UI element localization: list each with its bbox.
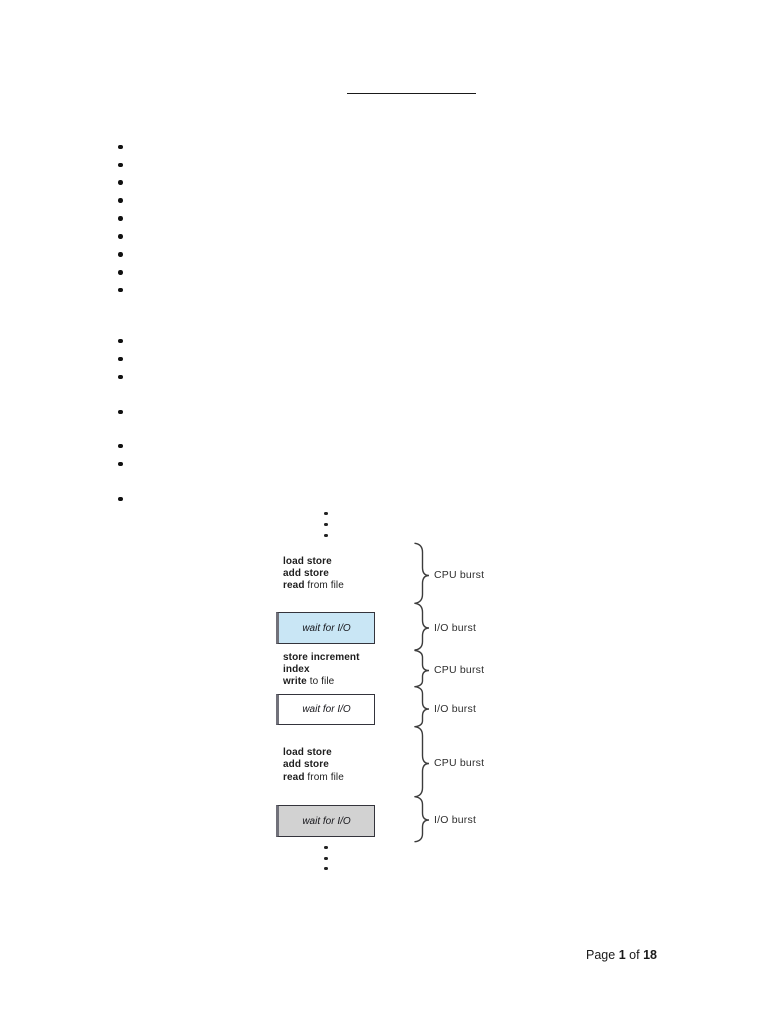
burst-label: CPU burst [434,757,485,769]
bullet-marker [118,356,123,362]
bullet-marker [118,216,123,221]
footer-of-word: of [629,948,640,962]
bullet-marker [118,461,123,467]
ellipsis-dot [324,522,328,527]
ellipsis-dot [324,856,328,861]
bullet-marker [118,443,123,449]
wait-box-label: wait for I/O [302,704,351,715]
bullet-marker [118,252,123,257]
code-line: add store [283,567,329,579]
bullet-list-2 [118,338,123,393]
wait-for-io-box-blue: wait for I/O [276,612,375,644]
ellipsis-dot [324,533,328,538]
burst-label: I/O burst [434,621,477,634]
code-line: add store [283,759,329,771]
bullet-list-4 [118,443,123,480]
code-block: load store add store read from file [283,556,344,593]
code-line: write to file [283,676,335,688]
code-line: load store [283,555,332,567]
brace-icon [414,686,430,728]
code-block: store increment index write to file [283,652,360,689]
wait-box-label: wait for I/O [302,622,351,634]
burst-label: I/O burst [434,813,477,826]
ellipsis-dot [324,511,328,516]
burst-label: I/O burst [434,702,477,715]
bullet-marker [118,162,123,168]
page-footer: Page 1 of 18 [586,948,657,962]
bullet-marker [118,338,123,344]
bullet-list-3 [118,409,123,415]
code-line: read from file [283,771,344,783]
brace-icon [414,602,430,651]
brace-icon [414,726,430,798]
bullet-marker [118,198,123,203]
wait-for-io-box-white: wait for I/O [276,694,375,725]
code-block: load store add store read from file [283,747,344,784]
burst-label: CPU burst [434,664,485,676]
ellipsis-dot [324,845,328,850]
bullet-list-1 [118,144,123,306]
bullet-list-5 [118,496,123,502]
code-line: load store [283,747,332,758]
bullet-marker [118,180,123,186]
bullet-marker [118,374,123,380]
code-line: store increment [283,651,360,663]
bullet-marker [118,269,123,275]
brace-icon [414,649,430,688]
bullet-marker [118,234,123,239]
title-underline [347,92,476,94]
bullet-marker [118,496,123,502]
ellipsis-dot [324,866,328,871]
footer-page-total: 18 [643,948,657,962]
wait-box-label: wait for I/O [302,815,351,827]
brace-icon [414,542,430,604]
footer-page-word: Page [586,948,616,962]
bullet-marker [118,144,123,150]
burst-label: CPU burst [434,569,485,581]
brace-icon [414,796,430,843]
bullet-marker [118,287,123,293]
burst-braces [414,542,430,843]
code-line: read from file [283,580,344,592]
code-line: index [283,663,310,675]
bullet-marker [118,409,123,415]
wait-for-io-box-gray: wait for I/O [276,805,375,837]
footer-page-number: 1 [618,948,626,962]
